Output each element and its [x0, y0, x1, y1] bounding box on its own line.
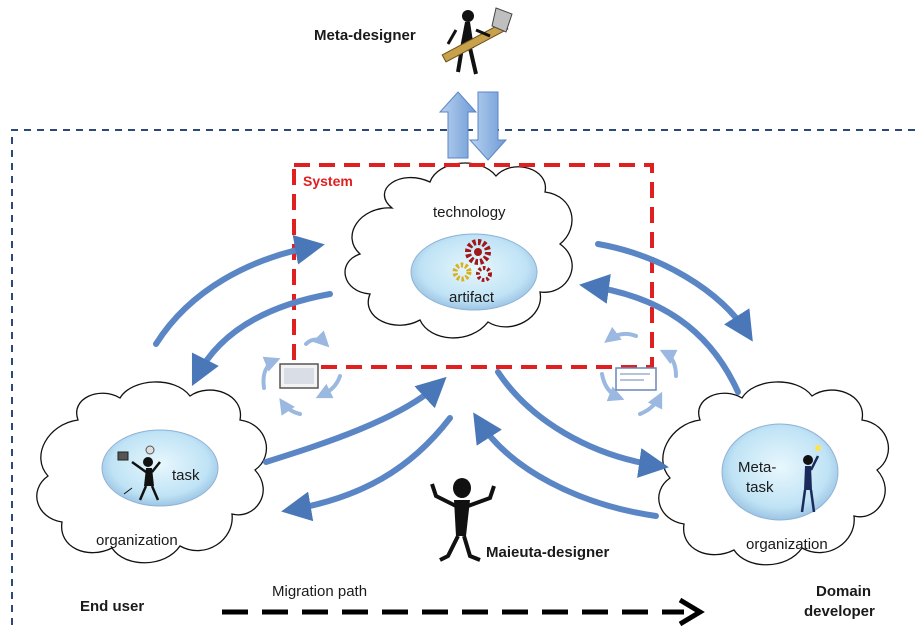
hammer-figure-icon: [441, 7, 513, 75]
artifact-label: artifact: [449, 289, 495, 306]
migration-path-arrowhead: [678, 597, 705, 627]
environment-frame: [11, 129, 918, 625]
meta-task-label-line1: Meta-: [738, 459, 776, 476]
domain-developer-label-line1: Domain: [816, 583, 871, 600]
maieuta-designer-figure-icon: [430, 478, 496, 562]
meta-designer-arrows: [438, 91, 508, 161]
organization-right-label: organization: [746, 536, 828, 553]
meta-task-ellipse: [721, 423, 839, 521]
gears-icon: [452, 239, 492, 282]
task-label: task: [172, 467, 200, 484]
screen-icon: [279, 363, 319, 389]
technology-label: technology: [433, 204, 506, 221]
maieuta-designer-label: Maieuta-designer: [486, 544, 610, 561]
end-user-figure-icon: [117, 445, 161, 501]
screen-exchange-arrows: [261, 326, 678, 416]
end-user-label: End user: [80, 598, 144, 615]
interaction-arrows: [153, 235, 753, 522]
artifact-ellipse: [410, 233, 538, 311]
migration-path-label: Migration path: [272, 583, 367, 600]
domain-developer-label-line2: developer: [804, 603, 875, 620]
system-boundary: [292, 163, 654, 369]
system-label: System: [303, 173, 353, 189]
meta-designer-label: Meta-designer: [314, 27, 416, 44]
task-ellipse: [101, 429, 219, 507]
domain-developer-figure-icon: [800, 445, 821, 513]
screen-icon-right: [615, 367, 657, 391]
organization-left-label: organization: [96, 532, 178, 549]
meta-task-label-line2: task: [746, 479, 774, 496]
